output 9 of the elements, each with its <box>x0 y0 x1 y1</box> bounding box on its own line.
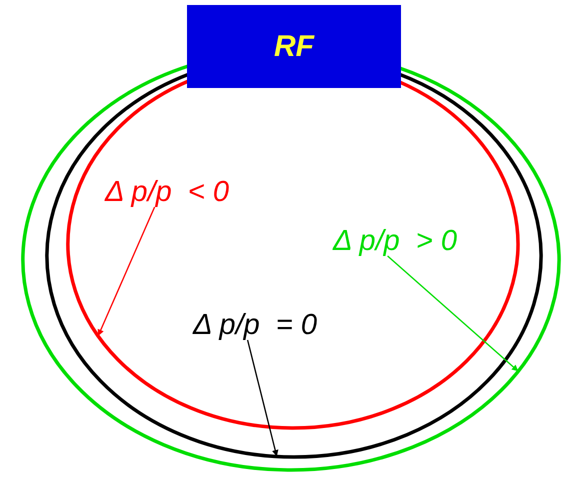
leader-line <box>387 256 519 372</box>
leader-line <box>246 340 278 457</box>
cavity-label: RF <box>274 30 314 64</box>
leader-line <box>98 206 156 336</box>
momentum-label: Δ p/p < 0 <box>105 175 229 209</box>
cavity-box <box>187 5 401 88</box>
momentum-label: Δ p/p > 0 <box>333 224 457 258</box>
momentum-label: Δ p/p = 0 <box>193 308 317 342</box>
orbit-ring <box>66 78 520 430</box>
